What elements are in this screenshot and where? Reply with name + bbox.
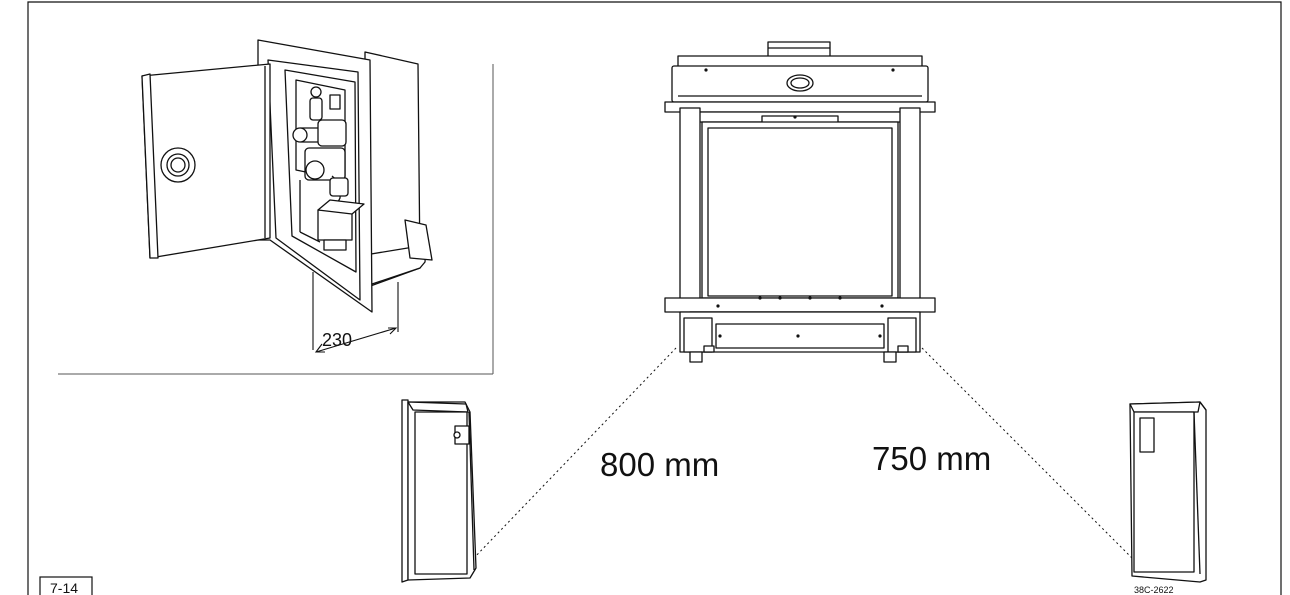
figure-number: 7-14 (50, 580, 78, 595)
drawing-code: 38C-2622 (1134, 585, 1174, 595)
control-box-detail (141, 39, 433, 313)
fireplace-screws (704, 68, 895, 338)
detail-panel-frame (58, 64, 494, 375)
control-box-right-view (1129, 401, 1207, 583)
cable-routing-lines (471, 347, 1135, 561)
outer-frame (27, 1, 1282, 595)
control-box-left-view (401, 399, 477, 583)
right-distance-label: 750 mm (872, 440, 991, 477)
depth-dimension (312, 272, 399, 353)
left-distance-label: 800 mm (600, 446, 719, 483)
depth-dimension-label: 230 (322, 330, 352, 350)
figure-number-box (39, 576, 93, 595)
fireplace-front-view (664, 41, 936, 363)
